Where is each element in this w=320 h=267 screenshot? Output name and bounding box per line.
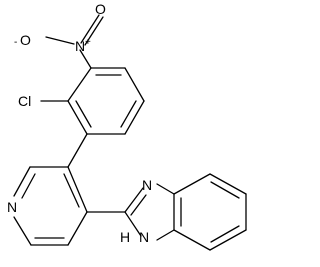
bond-imidazole-5 — [124, 211, 142, 237]
bond-phenyl-pyridine — [67, 133, 88, 168]
bond-n-o-top-double — [84, 16, 104, 46]
molecule-diagram: O O - N + Cl N N H N — [7, 1, 247, 251]
bond-pyridine-6 — [67, 166, 88, 213]
bond-phenyl-double-b — [120, 100, 137, 128]
bond-benzo-double-a — [210, 181, 240, 199]
bond-n-o-left — [45, 36, 75, 45]
bond-imidazole-1 — [124, 187, 144, 213]
bond-benzo-5 — [173, 229, 211, 251]
bond-pyridine-2 — [13, 166, 31, 197]
oxygen-negative-charge: - — [14, 37, 17, 48]
bond-benzo-1 — [173, 173, 211, 195]
bond-benzo-double-b — [210, 225, 240, 243]
bond-imidazole-4 — [156, 229, 175, 241]
atom-nitrogen-imidazole-imine: N — [142, 177, 152, 193]
bond-phenyl-5 — [67, 100, 88, 135]
atom-nitrogen-pyridine: N — [7, 199, 17, 215]
bond-pyridine-3 — [13, 216, 32, 246]
atom-oxygen-top: O — [95, 1, 106, 17]
nitrogen-positive-charge: + — [85, 37, 91, 48]
atom-oxygen-left: O — [20, 32, 31, 48]
atom-nitrogen-nitro: N — [75, 38, 85, 54]
bond-pyridine-double-c — [63, 173, 80, 208]
bond-phenyl-3 — [124, 100, 145, 135]
bond-pyridine-double-a — [21, 173, 36, 199]
bond-phenyl-6 — [67, 67, 92, 102]
bond-n-o-top — [80, 14, 100, 44]
bond-imidazole-1-double — [130, 194, 147, 216]
bond-pyridine-5 — [67, 211, 88, 246]
bond-phenyl-double-c — [75, 100, 92, 128]
atom-nitrogen-imidazole-h: N — [139, 229, 149, 245]
bond-phenyl-2 — [124, 67, 145, 102]
chemical-structure-canvas: O O - N + Cl N N H N — [7, 1, 247, 251]
atom-chlorine: Cl — [18, 93, 31, 109]
atom-hydrogen-imidazole: H — [120, 229, 130, 245]
bond-benzo-4 — [209, 229, 247, 251]
bond-imidazole-2 — [156, 183, 175, 195]
bond-benzo-2 — [209, 173, 247, 195]
bond-n-ring — [79, 49, 92, 69]
